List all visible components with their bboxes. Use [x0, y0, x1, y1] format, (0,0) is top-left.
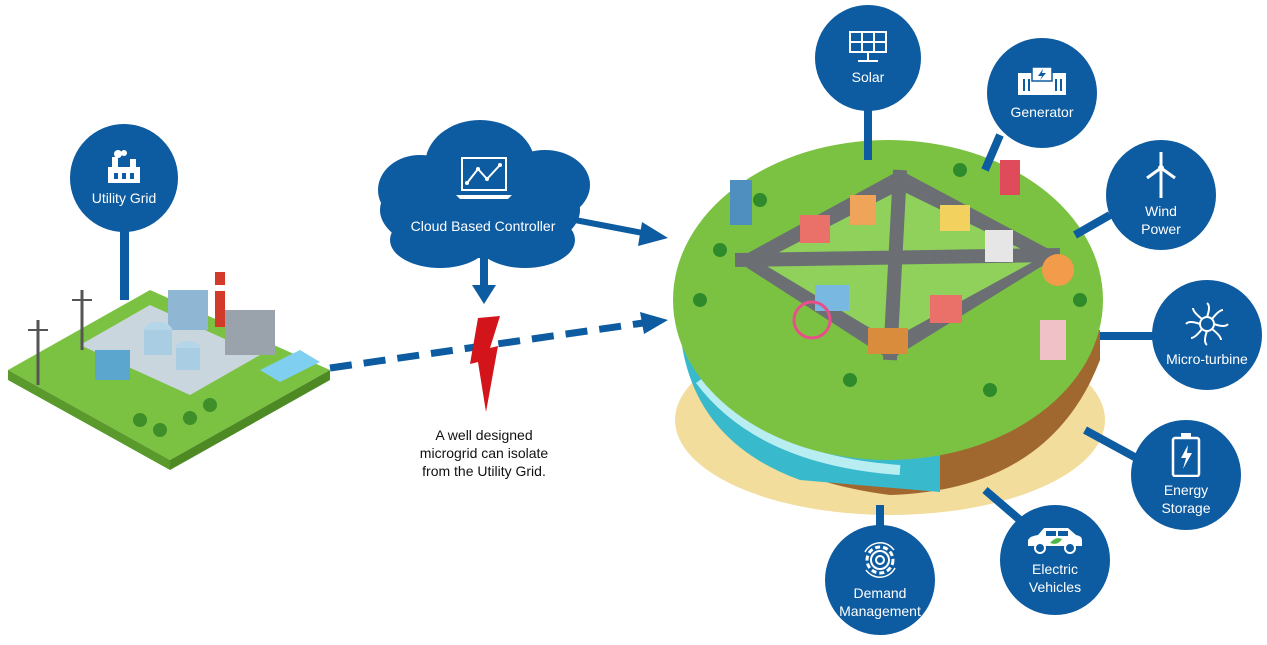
generator-icon [1018, 66, 1066, 95]
energy-storage-label: Energy Storage [1161, 482, 1211, 516]
resource-connectors [864, 110, 1155, 530]
solar-node[interactable]: Solar [815, 5, 921, 111]
laptop-chart-icon [456, 157, 512, 199]
microgrid-island-illustration [673, 140, 1105, 515]
demand-management-node[interactable]: Demand Management [825, 525, 935, 635]
power-plant-illustration [8, 272, 330, 470]
micro-turbine-node[interactable]: Micro-turbine [1152, 280, 1262, 390]
generator-label: Generator [1010, 104, 1074, 120]
energy-storage-node[interactable]: Energy Storage [1131, 420, 1241, 530]
turbine-fan-icon [1185, 302, 1229, 346]
micro-turbine-label: Micro-turbine [1166, 351, 1248, 367]
power-plant-icon [108, 150, 140, 183]
solar-panel-icon [849, 31, 887, 62]
solar-label: Solar [851, 69, 885, 85]
grid-tie-dashed-line [329, 312, 668, 372]
electric-vehicles-label: Electric Vehicles [1028, 561, 1082, 595]
wind-power-label: Wind Power [1141, 203, 1181, 237]
generator-node[interactable]: Generator [987, 38, 1097, 148]
fault-lightning-icon [470, 316, 500, 412]
gear-icon [864, 542, 896, 578]
utility-grid-label: Utility Grid [91, 190, 157, 206]
electric-vehicles-node[interactable]: Electric Vehicles [1000, 505, 1110, 615]
wind-turbine-icon [1146, 152, 1176, 198]
cloud-shape [378, 120, 590, 268]
demand-management-label: Demand Management [839, 585, 921, 619]
isolation-note: A well designed microgrid can isolate fr… [419, 427, 549, 479]
cloud-controller-label: Cloud Based Controller [410, 218, 556, 234]
wind-power-node[interactable]: Wind Power [1106, 140, 1216, 250]
battery-icon [1171, 433, 1201, 477]
electric-car-icon [1028, 528, 1082, 554]
utility-grid-node[interactable]: Utility Grid [70, 124, 178, 232]
